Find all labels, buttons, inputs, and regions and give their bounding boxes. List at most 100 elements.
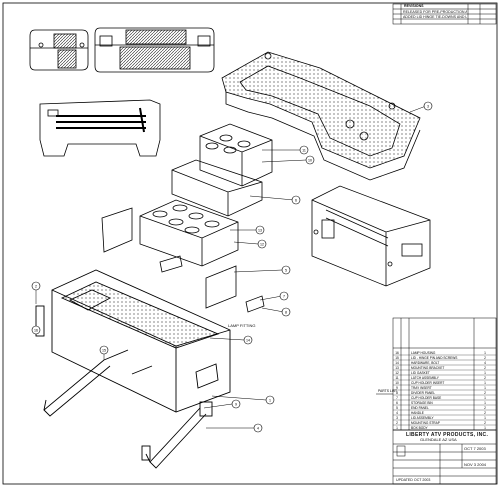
callout-balloon: 3	[423, 101, 433, 111]
callout-number: 15	[102, 348, 106, 352]
mounting-straps	[35, 305, 213, 469]
title-block-frame	[392, 429, 497, 485]
drawing-date-1: OCT 7 2003	[464, 447, 486, 451]
parts-item-number: 11	[395, 376, 399, 380]
parts-item-number: 9	[396, 386, 398, 390]
parts-qty: 2	[484, 366, 486, 370]
parts-qty: 2	[484, 391, 486, 395]
callout-balloon: 14	[243, 335, 253, 345]
parts-item-number: 15	[395, 356, 399, 360]
parts-description: STORAGE BIN	[411, 401, 433, 405]
callout-number: 3	[427, 104, 429, 108]
callout-balloon: 7	[279, 291, 289, 301]
drawing-date-2: NOV 3 2004	[464, 463, 487, 467]
box-body	[51, 269, 231, 413]
lamp-fitting-label: LAMP FITTING	[228, 324, 256, 328]
parts-item-number: 12	[395, 371, 399, 375]
callout-balloon: 6	[291, 195, 301, 205]
callout-number: 12	[260, 242, 264, 246]
parts-description: LID - HINGE PIN AND SCREWS	[411, 356, 457, 360]
parts-item-number: 5	[396, 406, 398, 410]
callout-balloon: 9	[231, 399, 241, 409]
callout-number: 13	[258, 228, 262, 232]
lid-assembly	[221, 51, 421, 181]
front-view-small	[29, 29, 89, 71]
callout-balloon: 13	[255, 225, 265, 235]
callout-number: 6	[295, 198, 297, 202]
callout-balloon: 15	[99, 345, 109, 355]
assembled-box-view	[311, 185, 431, 287]
callout-balloon: 8	[281, 307, 291, 317]
parts-qty: 1	[484, 426, 486, 430]
parts-description: LID ASSEMBLY	[411, 416, 434, 420]
parts-description: CUP HOLDER INSERT	[411, 381, 444, 385]
parts-qty: 1	[484, 416, 486, 420]
parts-item-number: 10	[395, 381, 399, 385]
callout-balloon: 2	[31, 281, 41, 291]
parts-item-number: 3	[396, 416, 398, 420]
side-view-small	[94, 27, 215, 73]
updated-note: UPDATED OCT 2003	[396, 478, 431, 482]
divider-panels	[101, 207, 265, 313]
parts-qty: 2	[484, 406, 486, 410]
callout-number: 8	[285, 310, 287, 314]
parts-description: LAMP HOUSING	[411, 351, 436, 355]
callout-balloon: 5	[281, 265, 291, 275]
lid-top-view	[39, 99, 161, 157]
parts-description: BOX BODY	[411, 426, 429, 430]
parts-description: HANDLE	[411, 411, 424, 415]
leader-lines	[35, 105, 427, 429]
parts-description: TRAY INSERT	[411, 386, 432, 390]
parts-qty: 2	[484, 376, 486, 380]
parts-qty: 1	[484, 396, 486, 400]
parts-qty: 2	[484, 411, 486, 415]
parts-qty: 1	[484, 381, 486, 385]
revision-row-1: RELEASED FOR PRE-PRODUCTION APPROVAL	[403, 10, 467, 14]
parts-qty: 4	[484, 361, 486, 365]
revision-header: REVISIONS	[404, 4, 424, 8]
callout-number: 1	[269, 398, 271, 402]
callout-number: 14	[246, 338, 250, 342]
callout-number: 16	[34, 328, 38, 332]
revision-row-2: ADDED LID HINGE TIE-DOWNS AND LID STOPS	[403, 15, 467, 19]
callout-balloon: 11	[299, 145, 309, 155]
callout-balloon: 16	[31, 325, 41, 335]
callout-number: 7	[283, 294, 285, 298]
parts-item-number: 6	[396, 401, 398, 405]
callout-number: 4	[257, 426, 259, 430]
parts-description: HARDWARE, BOLT	[411, 361, 439, 365]
parts-qty: 1	[484, 351, 486, 355]
parts-item-number: 4	[396, 411, 398, 415]
parts-list-frame	[376, 317, 497, 431]
revision-block	[392, 3, 497, 25]
company-name: LIBERTY ATV PRODUCTS, INC.	[406, 432, 489, 438]
callout-balloon: 12	[257, 239, 267, 249]
parts-item-number: 16	[395, 351, 399, 355]
parts-qty: 2	[484, 356, 486, 360]
callout-number: 5	[285, 268, 287, 272]
parts-description: MOUNTING STRAP	[411, 421, 440, 425]
parts-qty: 1	[484, 401, 486, 405]
parts-item-number: 8	[396, 391, 398, 395]
parts-description: LID GASKET	[411, 371, 430, 375]
callout-number: 11	[302, 148, 306, 152]
parts-item-number: 7	[396, 396, 398, 400]
parts-item-number: 14	[395, 361, 399, 365]
parts-item-number: 2	[396, 421, 398, 425]
parts-description: END PANEL	[411, 406, 429, 410]
company-location: GLENDALE AZ USA	[420, 438, 457, 442]
callout-balloon: 4	[253, 423, 263, 433]
parts-description: CUP HOLDER BASE	[411, 396, 441, 400]
storage-bin	[171, 159, 263, 217]
cup-holder-insert	[199, 123, 273, 187]
parts-item-number: 1	[396, 426, 398, 430]
callout-number: 9	[235, 402, 237, 406]
parts-qty: 1	[484, 371, 486, 375]
parts-description: MOUNTING BRACKET	[411, 366, 444, 370]
cup-holder-base	[139, 199, 239, 267]
parts-qty: 2	[484, 421, 486, 425]
